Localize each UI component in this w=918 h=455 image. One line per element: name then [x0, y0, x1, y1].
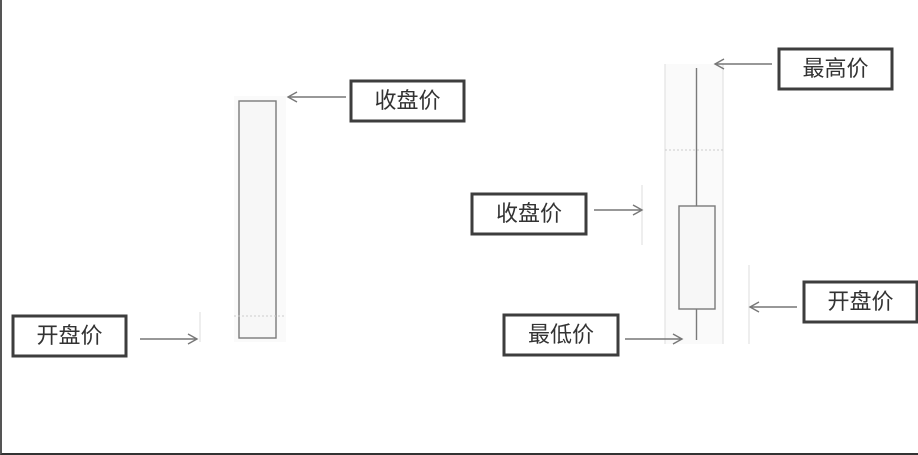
- right-high-arrowhead: [713, 58, 725, 70]
- right-candle-body: [678, 205, 716, 310]
- right-close-arrowhead: [632, 204, 644, 216]
- left-open-label-box: [11, 314, 128, 358]
- left-close-callout: 收盘价: [286, 79, 466, 123]
- right-low-label: 最低价: [528, 323, 594, 348]
- right-close-label-box: [470, 192, 588, 236]
- right-open-label-box: [802, 280, 918, 324]
- right-close-label: 收盘价: [496, 202, 562, 227]
- left-close-arrowhead: [286, 91, 298, 103]
- right-high-label-box: [777, 47, 894, 91]
- left-open-label: 开盘价: [36, 324, 102, 349]
- right-open-label: 开盘价: [827, 290, 893, 315]
- right-high-callout: 最高价: [713, 47, 894, 91]
- left-close-label-box: [349, 79, 466, 123]
- right-low-arrowhead: [672, 333, 684, 345]
- right-low-label-box: [502, 313, 620, 357]
- left-candle-body: [238, 100, 277, 339]
- left-open-callout: 开盘价: [11, 314, 199, 358]
- right-low-callout: 最低价: [502, 313, 684, 357]
- right-open-callout: 开盘价: [748, 280, 918, 324]
- left-close-label: 收盘价: [374, 89, 440, 114]
- right-open-arrowhead: [748, 301, 760, 313]
- left-open-arrowhead: [187, 333, 199, 345]
- right-close-callout: 收盘价: [470, 192, 644, 236]
- right-high-label: 最高价: [802, 57, 868, 82]
